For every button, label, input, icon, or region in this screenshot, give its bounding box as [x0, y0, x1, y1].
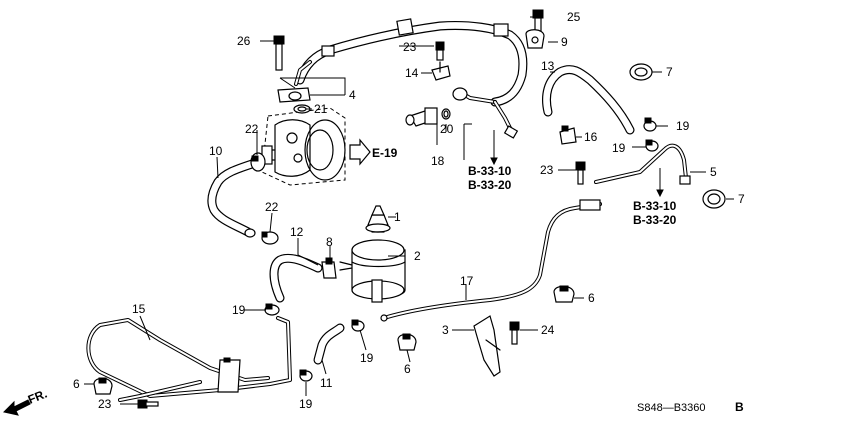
callout-6-right: 6	[588, 291, 595, 305]
ref-b3320-right: B-33-20	[633, 213, 677, 227]
clamp-8	[321, 257, 337, 279]
callout-15: 15	[132, 302, 146, 316]
cooler-pipe-15	[86, 316, 292, 402]
clamp-19-right-b	[645, 139, 659, 152]
callout-8: 8	[326, 235, 333, 249]
reference-labels: E-19 B-33-10 B-33-20 B-33-10 B-33-20 FR.…	[26, 146, 744, 414]
bracket-14	[431, 61, 451, 81]
clamp-19-lower	[299, 369, 313, 382]
clamp-6-right	[553, 285, 575, 303]
fitting-18	[405, 107, 438, 127]
callout-4: 4	[349, 88, 356, 102]
callout-19-right-a: 19	[676, 119, 690, 133]
bolt-25	[532, 9, 544, 33]
bolt-23-lower	[137, 399, 159, 409]
callout-7-upper: 7	[666, 65, 673, 79]
pressure-hose	[294, 18, 528, 139]
callout-19-center: 19	[360, 351, 374, 365]
callout-11: 11	[320, 376, 333, 390]
clamp-9	[525, 29, 545, 49]
callout-12: 12	[290, 225, 304, 239]
clamp-19-left	[264, 303, 280, 316]
ref-b3310-right: B-33-10	[633, 199, 677, 213]
reference-arrow-e19	[349, 138, 371, 166]
bolt-23-upper	[435, 41, 445, 61]
callout-22-lower: 22	[265, 200, 279, 214]
clamp-7-lower	[702, 189, 726, 209]
clamp-19-right-a	[643, 117, 657, 132]
callout-13: 13	[541, 59, 555, 73]
diagram-code-suffix: B	[735, 400, 744, 414]
bolt-24	[509, 321, 520, 345]
return-hose-12	[269, 253, 323, 303]
callout-22-upper: 22	[245, 122, 259, 136]
callout-19-lower: 19	[299, 397, 313, 411]
clamp-19-center	[351, 319, 365, 332]
callout-24: 24	[541, 323, 555, 337]
callout-2: 2	[414, 249, 421, 263]
callout-23-middle: 23	[540, 163, 554, 177]
pipe-5	[594, 143, 691, 185]
callout-7-lower: 7	[738, 192, 745, 206]
bracket-3	[473, 315, 501, 377]
diagram-code: S848—B3360	[637, 402, 706, 414]
callout-18: 18	[431, 154, 445, 168]
clamp-6-left	[93, 377, 113, 395]
callout-19-left: 19	[232, 303, 246, 317]
front-direction-arrow	[2, 399, 31, 416]
clamp-16	[559, 125, 577, 145]
callout-3: 3	[442, 323, 449, 337]
callout-16: 16	[584, 130, 598, 144]
callout-17: 17	[460, 274, 474, 288]
return-pipe-17	[380, 199, 602, 322]
callout-14: 14	[405, 66, 419, 80]
o-ring-20	[441, 108, 451, 120]
callout-20: 20	[440, 122, 454, 136]
outlet-flange	[277, 87, 311, 114]
reservoir-cap	[365, 205, 391, 233]
bolt-23-middle	[575, 161, 586, 185]
suction-hose-10	[207, 157, 263, 238]
callout-numbers: 1 2 3 4 5 6 6 6 7 7 8 9 10 11 12 13 14 1…	[73, 10, 745, 411]
bolt-26	[273, 35, 285, 71]
ref-b3310-left: B-33-10	[468, 164, 512, 178]
clamp-7-upper	[629, 63, 653, 81]
reservoir	[339, 239, 406, 303]
clamp-6-center	[397, 333, 417, 351]
hose-11	[313, 323, 345, 365]
clamp-22-upper	[250, 152, 266, 172]
return-hose-13	[542, 65, 635, 135]
reference-down-arrows	[490, 157, 664, 198]
callout-6-center: 6	[404, 362, 411, 376]
callout-1: 1	[394, 210, 401, 224]
callout-5: 5	[710, 165, 717, 179]
clamp-22-lower	[261, 231, 279, 245]
ref-b3320-left: B-33-20	[468, 178, 512, 192]
callout-23-lower: 23	[98, 397, 112, 411]
ref-e19: E-19	[372, 146, 398, 160]
callout-19-right-b: 19	[612, 141, 626, 155]
callout-26: 26	[237, 34, 251, 48]
power-steering-pump	[261, 107, 346, 186]
callout-10: 10	[209, 144, 223, 158]
leader-lines	[84, 16, 734, 405]
callout-9: 9	[561, 35, 568, 49]
callout-6-left: 6	[73, 377, 80, 391]
callout-23-upper: 23	[403, 40, 417, 54]
callout-25: 25	[567, 10, 581, 24]
front-label: FR.	[26, 387, 49, 407]
callout-21: 21	[314, 102, 328, 116]
